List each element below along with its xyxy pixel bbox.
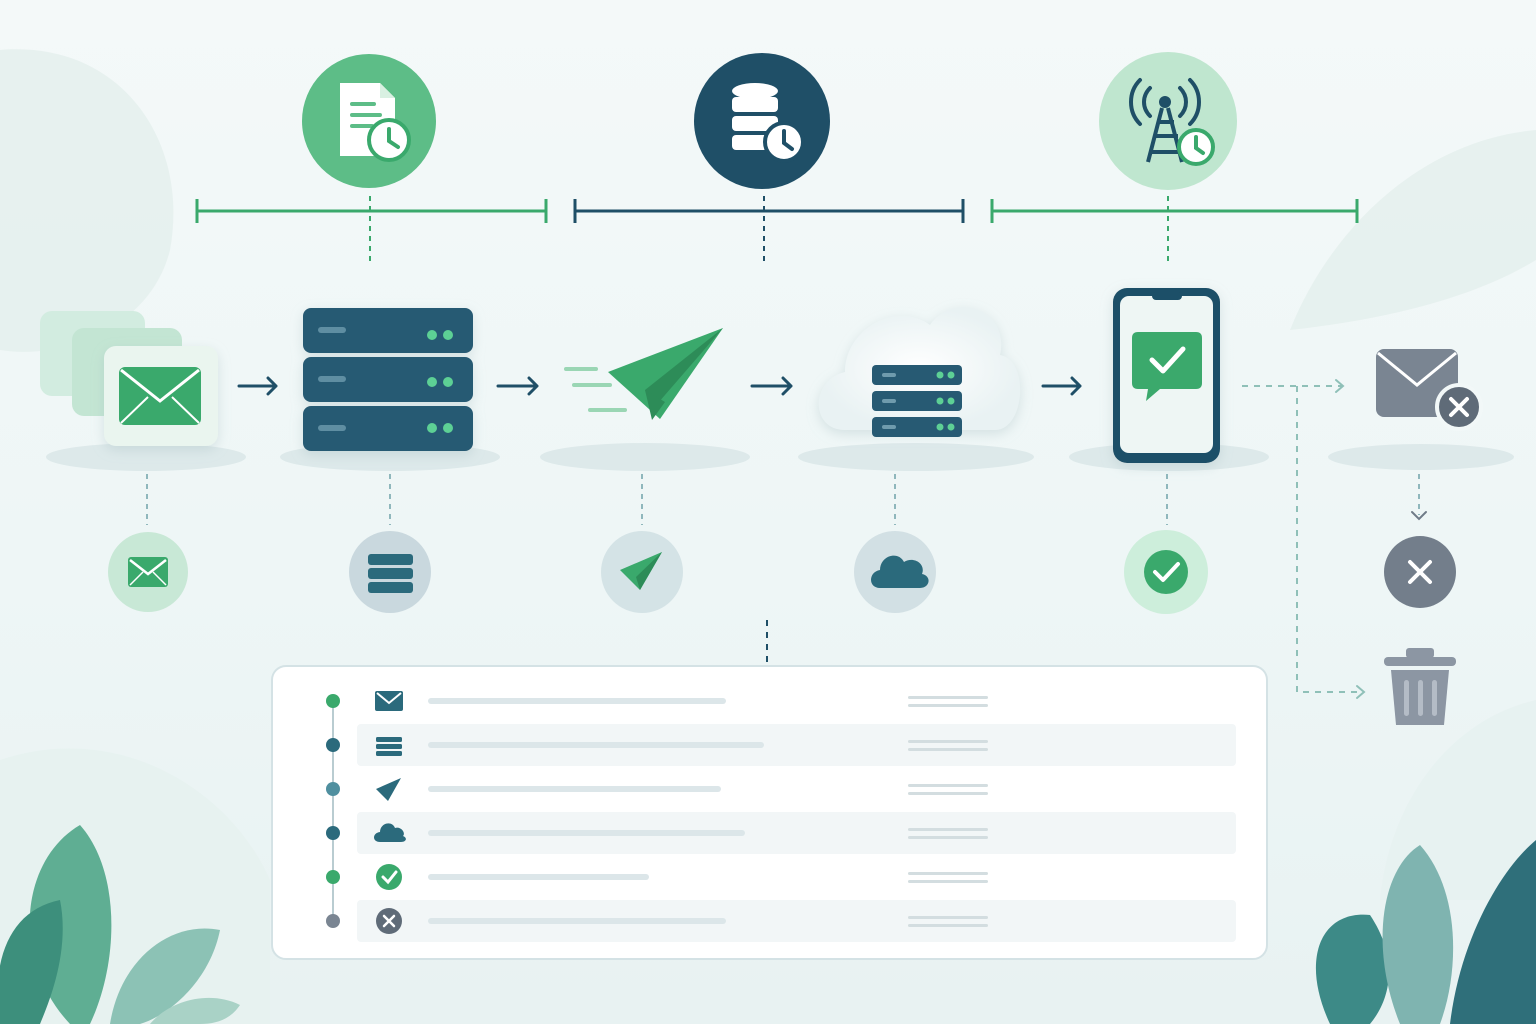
cloud-server-icon [818, 307, 1021, 437]
status-cloud-storage [854, 531, 936, 613]
check-circle-icon [1144, 550, 1188, 594]
log-row-dot [326, 738, 340, 752]
log-row [326, 812, 1236, 854]
log-row-meta-placeholder [908, 784, 988, 787]
log-row [326, 864, 988, 890]
phase-database-retention [694, 53, 830, 189]
log-row-meta-placeholder [908, 792, 988, 795]
stage-platforms [46, 443, 1514, 471]
log-row-dot [326, 826, 340, 840]
document-clock-icon [340, 83, 411, 162]
retention-bracket-3 [990, 196, 1359, 265]
flow-arrows [237, 376, 1082, 396]
log-row-text-placeholder [428, 830, 745, 836]
log-row-text-placeholder [428, 918, 726, 924]
log-row-dot [326, 694, 340, 708]
status-emails [108, 532, 188, 612]
trash-can-icon [1384, 648, 1456, 725]
check-circle-icon [376, 864, 402, 890]
status-failed [1384, 536, 1456, 608]
stage-sending [564, 328, 723, 420]
log-row-background [357, 724, 1236, 766]
log-row-meta-placeholder [908, 740, 988, 743]
cell-tower-clock-icon [1129, 78, 1215, 166]
log-row [326, 691, 988, 711]
plant-left-decoration [0, 825, 240, 1024]
stage-emails [40, 311, 218, 446]
disposal [1384, 648, 1456, 725]
status-mail-server [349, 531, 431, 613]
phase-file-retention [302, 54, 436, 188]
log-row [326, 778, 988, 801]
cloud-icon [871, 555, 929, 588]
log-row-text-placeholder [428, 786, 721, 792]
log-row [326, 900, 1236, 942]
retention-bracket-1 [195, 196, 548, 265]
database-clock-icon [732, 83, 805, 163]
log-row-background [357, 900, 1236, 942]
log-row-text-placeholder [428, 698, 726, 704]
log-row-meta-placeholder [908, 696, 988, 699]
log-row-meta-placeholder [908, 836, 988, 839]
envelope-icon [128, 557, 168, 587]
log-row-dot [326, 782, 340, 796]
x-circle-icon [1408, 560, 1432, 584]
log-row-dot [326, 914, 340, 928]
envelope-icon [375, 691, 403, 711]
log-row-dot [326, 870, 340, 884]
status-sending [601, 531, 683, 613]
log-row-text-placeholder [428, 874, 649, 880]
plant-right-decoration [1315, 840, 1536, 1024]
server-icon [368, 554, 413, 593]
envelope-x-icon [1376, 349, 1483, 431]
log-row-meta-placeholder [908, 828, 988, 831]
log-row-meta-placeholder [908, 748, 988, 751]
envelope-stack-icon [40, 311, 218, 446]
stage-failed [1376, 349, 1483, 431]
log-row-meta-placeholder [908, 872, 988, 875]
failure-branch-arrows [1242, 385, 1362, 693]
paper-plane-icon [376, 778, 401, 801]
phase-network-retention [1099, 52, 1237, 190]
stage-cloud-storage [818, 307, 1021, 437]
server-icon [376, 737, 402, 756]
log-row-meta-placeholder [908, 916, 988, 919]
paper-plane-icon [564, 328, 723, 420]
status-delivered [1124, 530, 1208, 614]
log-row-meta-placeholder [908, 924, 988, 927]
log-row-background [357, 812, 1236, 854]
retention-bracket-2 [573, 196, 965, 265]
smartphone-check-icon [1113, 288, 1220, 463]
server-rack-icon [303, 308, 473, 451]
paper-plane-icon [620, 552, 662, 590]
x-circle-icon [376, 908, 402, 934]
stage-mail-server [303, 308, 473, 451]
log-panel [271, 665, 1268, 960]
status-connectors [146, 474, 1420, 525]
log-row [326, 724, 1236, 766]
stage-delivered-device [1113, 288, 1220, 463]
log-row-meta-placeholder [908, 704, 988, 707]
log-row-meta-placeholder [908, 880, 988, 883]
log-row-text-placeholder [428, 742, 764, 748]
cloud-icon [374, 823, 406, 842]
